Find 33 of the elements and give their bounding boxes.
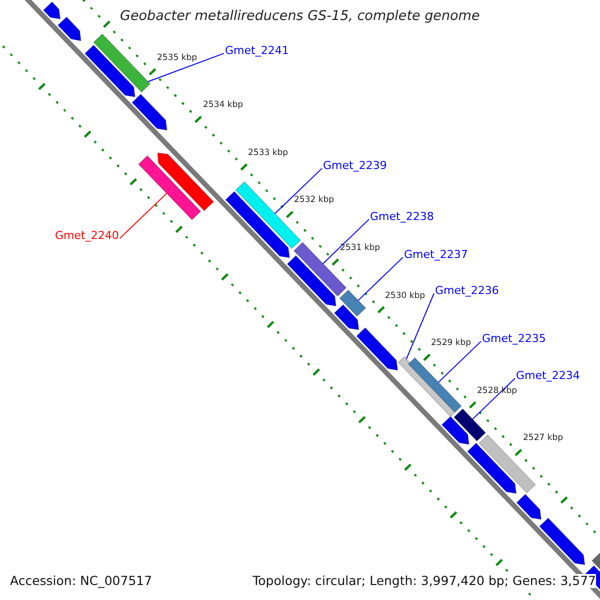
scale-label: 2533 kbp: [248, 149, 288, 159]
scale-label: 2535 kbp: [157, 54, 198, 64]
gene-bar: [408, 357, 462, 413]
scale-label: 2531 kbp: [340, 244, 380, 254]
leader-line: [472, 378, 516, 420]
leader-line: [119, 192, 168, 239]
leader-line: [322, 218, 370, 264]
gene-label: Gmet_2237: [404, 249, 468, 262]
gene-label: Gmet_2234: [516, 370, 580, 383]
gene-bar: [454, 408, 486, 442]
topology-text: Topology: circular; Length: 3,997,420 bp; Genes: 3,577: [252, 574, 596, 588]
gene-label: Gmet_2241: [225, 45, 289, 58]
scale-label: 2532 kbp: [294, 196, 334, 206]
scale-label: 2534 kbp: [203, 101, 244, 111]
gene-label: Gmet_2236: [435, 285, 499, 298]
accession-text: Accession: NC_007517: [10, 574, 152, 588]
gene-label: Gmet_2235: [482, 333, 546, 346]
gene-label: Gmet_2238: [370, 211, 434, 224]
scale-label: 2528 kbp: [477, 387, 518, 397]
scale-label: 2529 kbp: [431, 339, 472, 349]
scale-label: 2530 kbp: [385, 292, 426, 302]
gene-label: Gmet_2240: [55, 230, 119, 243]
scale-label: 2527 kbp: [523, 434, 564, 444]
gene-label: Gmet_2239: [323, 160, 387, 173]
gene-bar: [93, 34, 151, 93]
leader-line: [274, 168, 322, 214]
gene-bar: [339, 290, 366, 317]
leader-line: [438, 340, 482, 383]
gene-bar: [138, 155, 202, 220]
title: Geobacter metallireducens GS-15, complete genome: [120, 9, 480, 25]
leader-line: [148, 52, 224, 82]
leader-line: [358, 256, 404, 301]
leader-line: [406, 292, 434, 360]
